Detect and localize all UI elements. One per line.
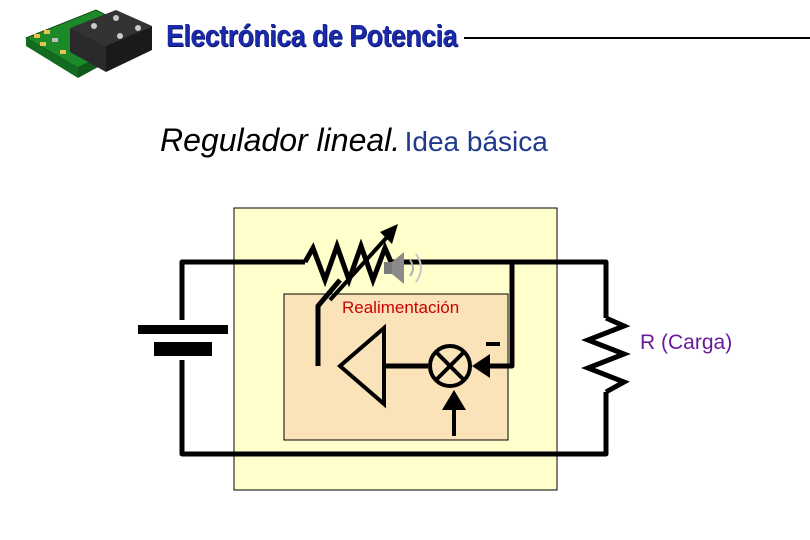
- speaker-icon: [384, 252, 422, 284]
- amplifier-output-wire: [315, 278, 342, 366]
- sense-arrow-icon: [472, 342, 500, 378]
- header-title: Electrónica de Potencia: [166, 18, 457, 53]
- reference-arrow-icon: [442, 390, 466, 436]
- top-wire-left: [179, 259, 305, 320]
- slide-title-sub: Idea básica: [404, 126, 548, 157]
- bottom-wire: [179, 360, 609, 457]
- load-resistor-icon: [581, 315, 631, 395]
- lamp-icon: [428, 344, 472, 388]
- load-label: R (Carga): [640, 331, 733, 354]
- top-wire-right: [391, 259, 609, 318]
- header-divider: [464, 37, 810, 39]
- feedback-sense-wire: [486, 262, 515, 369]
- slide-title: Regulador lineal. Idea básica: [160, 122, 548, 159]
- feedback-label: Realimentación: [342, 298, 460, 317]
- battery-icon: [138, 325, 228, 356]
- variable-resistor-icon: [302, 224, 398, 302]
- amplifier-icon: [336, 323, 386, 409]
- power-module-pcb-icon: [24, 9, 152, 78]
- slide-title-main: Regulador lineal.: [160, 122, 401, 158]
